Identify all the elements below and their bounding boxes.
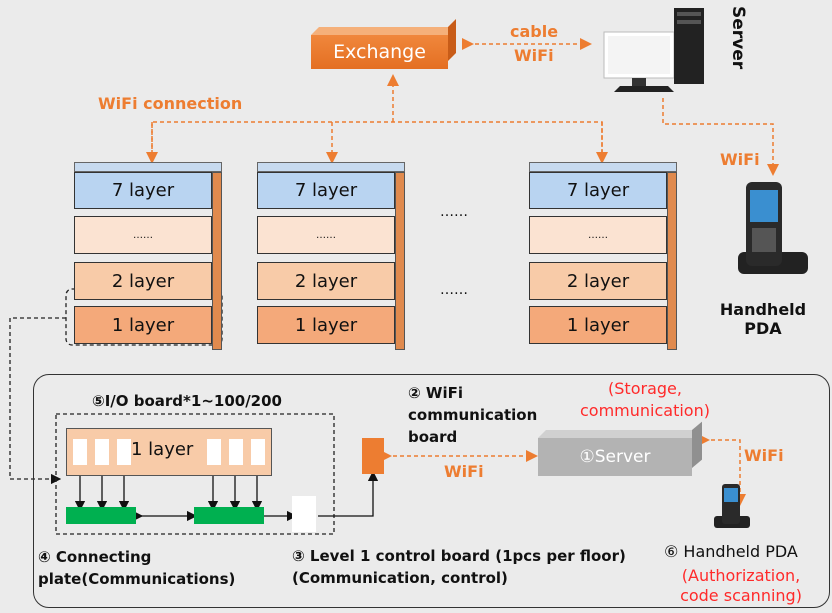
pda-wifi-link-label: WiFi (744, 446, 784, 465)
shelf-middle: …… (529, 216, 667, 254)
wifi-link-label: WiFi (444, 462, 484, 481)
exchange-top-face (311, 27, 456, 35)
server-box: ①Server (538, 421, 704, 476)
shelf-middle: …… (257, 216, 395, 254)
handheld-pda-label: Handheld PDA (719, 300, 807, 338)
rack-side (212, 172, 222, 350)
shelf-7-layer: 7 layer (529, 172, 667, 209)
io-slot (73, 439, 87, 465)
server-box-label: ①Server (538, 438, 692, 476)
rack-3: 7 layer …… 2 layer 1 layer (529, 162, 679, 350)
io-slot (251, 439, 265, 465)
wifi-connection-label: WiFi connection (98, 94, 243, 113)
io-slot (207, 439, 221, 465)
server-note: (Storage, communication) (580, 379, 710, 420)
shelf-7-layer: 7 layer (74, 172, 212, 209)
shelf-middle: …… (74, 216, 212, 254)
connecting-plate-right (194, 507, 264, 524)
rack-side (667, 172, 677, 350)
ellipsis-upper: …… (440, 204, 468, 220)
ellipsis-lower: …… (440, 282, 468, 298)
exchange-box: Exchange (311, 19, 456, 69)
io-slot (117, 439, 131, 465)
level1-control-board (292, 496, 316, 532)
shelf-2-layer: 2 layer (257, 262, 395, 300)
shelf-1-layer: 1 layer (257, 306, 395, 344)
exchange-side-face (448, 19, 456, 61)
wifi-communication-board (362, 438, 384, 474)
handheld-pda-icon (732, 180, 812, 280)
io-board-label: ⑤I/O board*1~100/200 (92, 392, 282, 410)
exchange-label: Exchange (311, 35, 448, 69)
server-label-wrap: Server (728, 6, 750, 84)
shelf-2-layer: 2 layer (529, 262, 667, 300)
rack-top (529, 162, 677, 172)
server-computer-icon (594, 6, 710, 98)
layer-label: 1 layer (131, 439, 194, 460)
rack-top (74, 162, 222, 172)
small-pda-label: ⑥ Handheld PDA (664, 542, 798, 561)
rack-1: 7 layer …… 2 layer 1 layer (74, 162, 224, 350)
rack-2: 7 layer …… 2 layer 1 layer (257, 162, 407, 350)
rack-top (257, 162, 405, 172)
control-board-label: ③ Level 1 control board (1pcs per floor)… (292, 547, 626, 587)
shelf-2-layer: 2 layer (74, 262, 212, 300)
wifi-board-label: ② WiFi communication board (408, 384, 538, 446)
cable-label: cable (510, 22, 559, 41)
shelf-7-layer: 7 layer (257, 172, 395, 209)
rack-side (395, 172, 405, 350)
small-pda-icon (712, 482, 752, 530)
detail-panel (33, 374, 830, 608)
io-slot (95, 439, 109, 465)
connecting-plate-label: ④ Connecting plate(Communications) (38, 548, 236, 588)
layer-box: 1 layer (66, 428, 272, 476)
pda-wifi-label: WiFi (720, 150, 760, 169)
wifi-label-top: WiFi (514, 46, 554, 65)
server-label: Server (728, 6, 748, 70)
shelf-1-layer: 1 layer (74, 306, 212, 344)
io-slot (229, 439, 243, 465)
pda-note: (Authorization, code scanning) (680, 566, 802, 605)
shelf-1-layer: 1 layer (529, 306, 667, 344)
connecting-plate-left (66, 507, 136, 524)
